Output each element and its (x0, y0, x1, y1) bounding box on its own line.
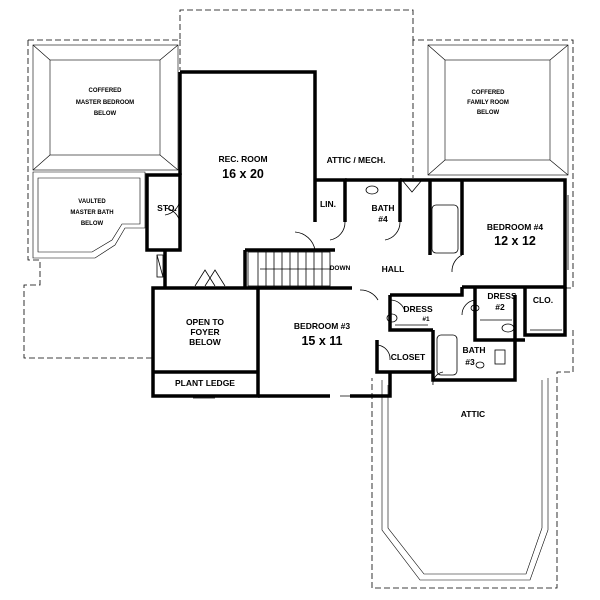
open-to-foyer-label-1: OPEN TO (186, 317, 224, 327)
bedroom4-size: 12 x 12 (494, 234, 536, 248)
bedroom3-name: BEDROOM #3 (294, 321, 350, 331)
dress1-label-1: DRESS (403, 304, 433, 314)
linen-label: LIN. (320, 199, 336, 209)
walls (145, 70, 567, 398)
bedroom4-name: BEDROOM #4 (487, 222, 543, 232)
vaulted-bath-outline (32, 171, 146, 259)
roof-outline-dashed (23, 9, 574, 589)
bath3-label-2: #3 (465, 357, 475, 367)
storage-label: STO. (157, 203, 177, 213)
room-labels: COFFERED MASTER BEDROOM BELOW COFFERED F… (70, 88, 553, 419)
rec-room-name: REC. ROOM (218, 154, 267, 164)
closet-label: CLOSET (391, 352, 426, 362)
interior-details (156, 179, 569, 399)
coffered-master-bedroom-label-2: MASTER BEDROOM (76, 100, 134, 106)
attic-ceiling-outline (381, 378, 549, 581)
clo-label: CLO. (533, 295, 553, 305)
coffered-master-ceiling (32, 44, 179, 171)
vaulted-master-bath-label-1: VAULTED (78, 199, 106, 205)
hall-label: HALL (382, 264, 405, 274)
bath3-label-1: BATH (463, 345, 486, 355)
bath4-label-2: #4 (378, 214, 388, 224)
coffered-family-room-label-2: FAMILY ROOM (467, 100, 509, 106)
attic-label: ATTIC (461, 409, 485, 419)
coffered-family-room-label-3: BELOW (477, 110, 500, 116)
dress1-label-2: #1 (422, 316, 430, 323)
plant-ledge-label: PLANT LEDGE (175, 378, 235, 388)
bedroom3-size: 15 x 11 (301, 334, 342, 348)
vaulted-master-bath-label-3: BELOW (81, 221, 104, 227)
open-to-foyer-label-2: FOYER (190, 327, 219, 337)
open-to-foyer-label-3: BELOW (189, 337, 222, 347)
coffered-master-bedroom-label-3: BELOW (94, 111, 117, 117)
stairs-down-label: DOWN (330, 265, 351, 272)
rec-room-size: 16 x 20 (222, 167, 264, 181)
coffered-family-room-label-1: COFFERED (472, 90, 506, 96)
coffered-master-bedroom-label-1: COFFERED (89, 88, 123, 94)
coffered-family-ceiling (427, 44, 569, 176)
vaulted-master-bath-label-2: MASTER BATH (70, 210, 113, 216)
bath4-label-1: BATH (372, 203, 395, 213)
dress2-label-2: #2 (495, 302, 505, 312)
attic-mech-label: ATTIC / MECH. (327, 155, 386, 165)
dress2-label-1: DRESS (487, 291, 517, 301)
